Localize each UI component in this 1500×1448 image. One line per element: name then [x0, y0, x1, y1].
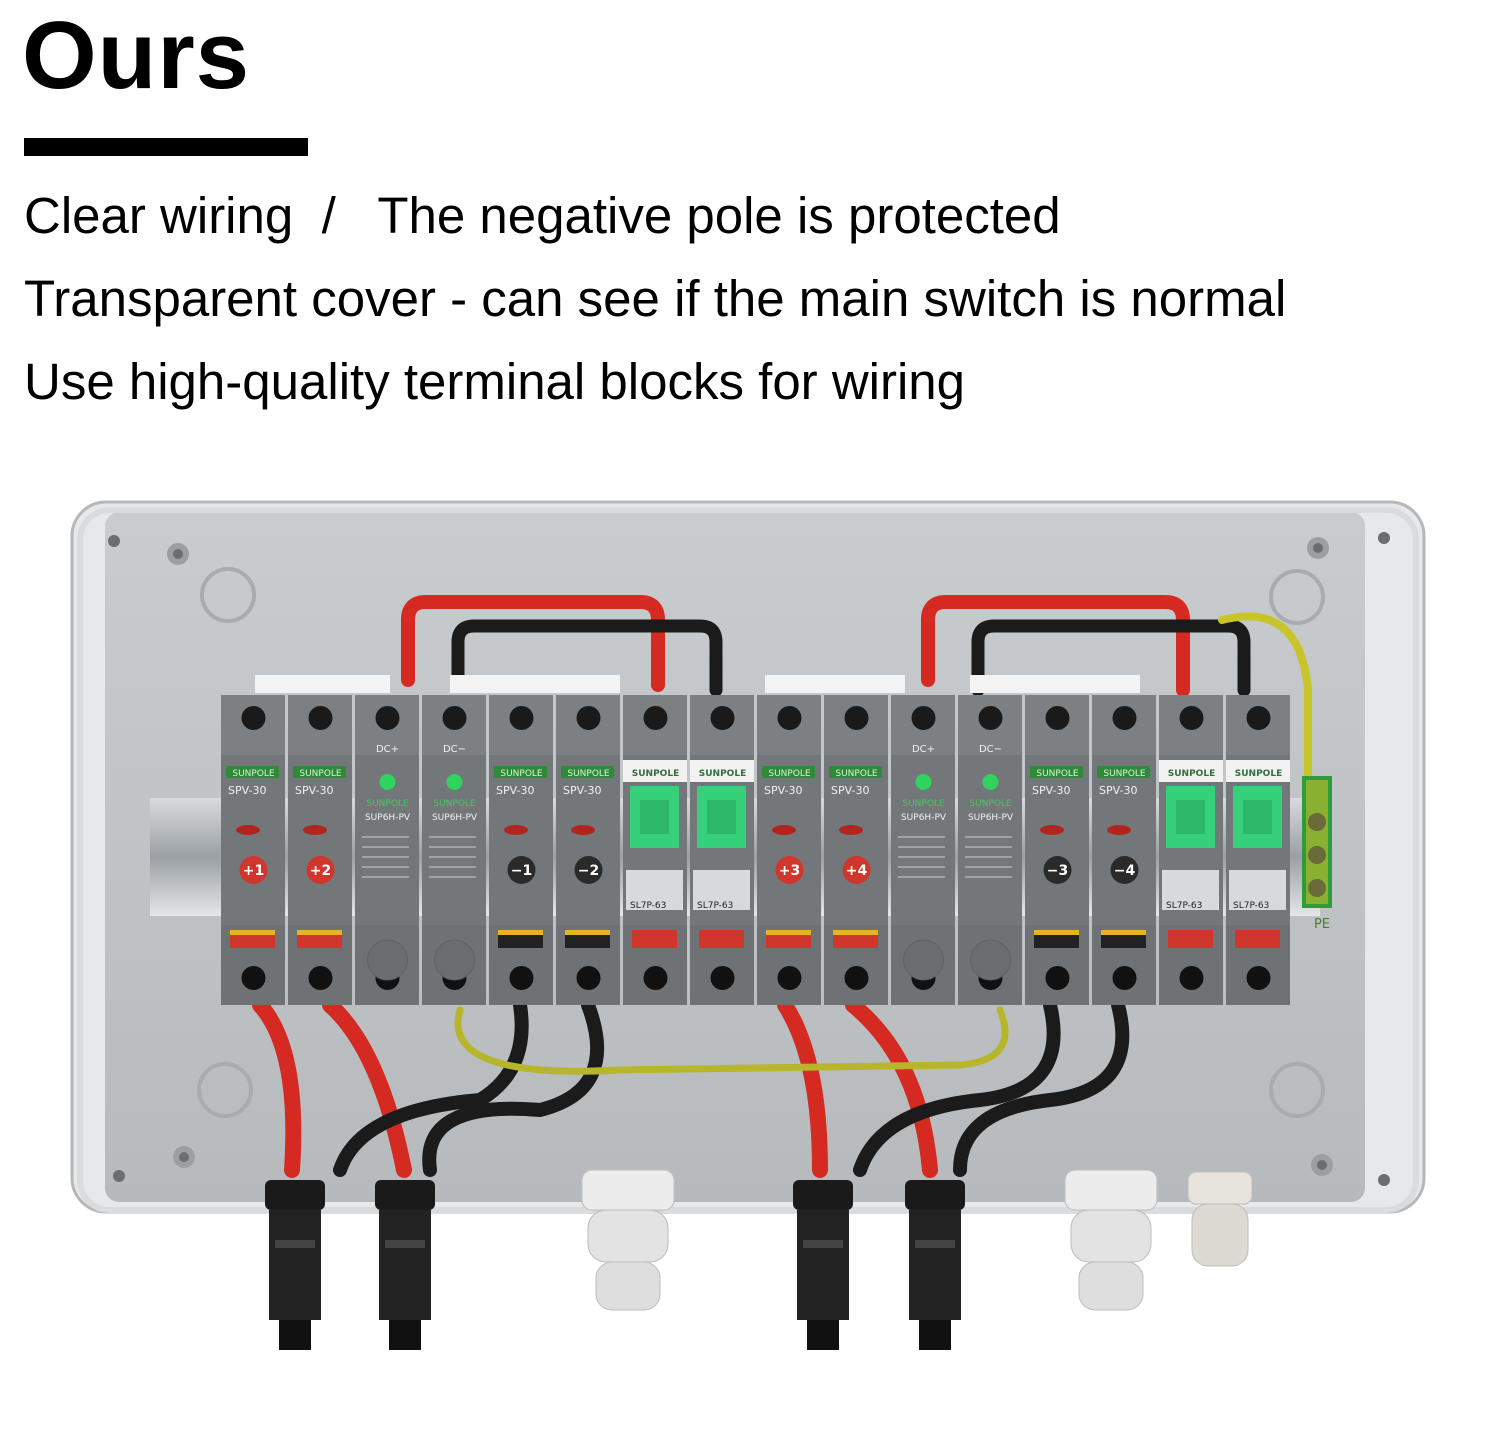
model-label: SPV-30	[295, 784, 333, 797]
brand-label: SUNPOLE	[699, 769, 746, 779]
brand-label: SUNPOLE	[969, 799, 1012, 809]
brand-label: SUNPOLE	[299, 769, 342, 779]
surge-protector: DC+ SUNPOLE SUP6H-PV	[355, 695, 419, 1005]
model-label: SUP6H-PV	[901, 813, 947, 823]
polarity-label: +3	[779, 863, 800, 879]
combiner-box-photo: SUNPOLE SPV-30 +1 SUNPOLE SPV-30 +2 DC+ SUNPOLE…	[70, 500, 1426, 1350]
polarity-label: −4	[1114, 863, 1136, 879]
polarity-label: −2	[578, 863, 599, 879]
polarity-label: +1	[243, 863, 264, 879]
surge-protector: DC− SUNPOLE SUP6H-PV	[958, 695, 1022, 1005]
terminal-label: DC+	[912, 744, 935, 755]
brand-label: SUNPOLE	[500, 769, 543, 779]
polarity-label: +2	[310, 863, 331, 879]
fuse-holder: SUNPOLE SPV-30 −1	[489, 695, 553, 1005]
lower-cables	[252, 997, 1130, 1178]
fuse-holder: SUNPOLE SPV-30 −3	[1025, 695, 1089, 1005]
brand-label: SUNPOLE	[567, 769, 610, 779]
model-label: SPV-30	[1099, 784, 1137, 797]
terminal-label: DC−	[443, 744, 466, 755]
earth-terminal-block: PE	[1302, 776, 1332, 932]
model-label: SPV-30	[831, 784, 869, 797]
brand-label: SUNPOLE	[1103, 769, 1146, 779]
model-label: SPV-30	[563, 784, 601, 797]
model-label: SL7P-63	[630, 901, 666, 911]
polarity-label: +4	[846, 863, 868, 879]
dc-breaker: SUNPOLE SL7P-63	[690, 695, 754, 1005]
bottom-connectors	[265, 1169, 1253, 1350]
polarity-label: −3	[1047, 863, 1068, 879]
model-label: SPV-30	[496, 784, 534, 797]
module-row: SUNPOLE SPV-30 +1 SUNPOLE SPV-30 +2 DC+ SUNPOLE…	[221, 675, 1290, 1005]
brand-label: SUNPOLE	[366, 799, 409, 809]
model-label: SPV-30	[228, 784, 266, 797]
feature-line-2: Transparent cover - can see if the main …	[24, 270, 1287, 327]
earth-label: PE	[1314, 917, 1330, 932]
dc-breaker: SUNPOLE SL7P-63	[1159, 695, 1223, 1005]
fuse-holder: SUNPOLE SPV-30 −2	[556, 695, 620, 1005]
terminal-label: DC−	[979, 744, 1002, 755]
model-label: SUP6H-PV	[432, 813, 478, 823]
brand-label: SUNPOLE	[632, 769, 679, 779]
feature-line-1: Clear wiring / The negative pole is prot…	[24, 187, 1061, 244]
brand-label: SUNPOLE	[433, 799, 476, 809]
brand-label: SUNPOLE	[835, 769, 878, 779]
model-label: SPV-30	[1032, 784, 1070, 797]
fuse-holder: SUNPOLE SPV-30 +3	[757, 695, 821, 1005]
brand-label: SUNPOLE	[232, 769, 275, 779]
fuse-holder: SUNPOLE SPV-30 −4	[1092, 695, 1156, 1005]
polarity-label: −1	[511, 863, 532, 879]
brand-label: SUNPOLE	[1235, 769, 1282, 779]
model-label: SL7P-63	[1166, 901, 1202, 911]
dc-breaker: SUNPOLE SL7P-63	[623, 695, 687, 1005]
model-label: SPV-30	[764, 784, 802, 797]
title-underline	[24, 138, 308, 156]
fuse-holder: SUNPOLE SPV-30 +1	[221, 695, 285, 1005]
page-title: Ours	[22, 2, 251, 109]
brand-label: SUNPOLE	[1036, 769, 1079, 779]
model-label: SUP6H-PV	[365, 813, 411, 823]
brand-label: SUNPOLE	[768, 769, 811, 779]
fuse-holder: SUNPOLE SPV-30 +4	[824, 695, 888, 1005]
fuse-holder: SUNPOLE SPV-30 +2	[288, 695, 352, 1005]
terminal-label: DC+	[376, 744, 399, 755]
brand-label: SUNPOLE	[902, 799, 945, 809]
dc-breaker: SUNPOLE SL7P-63	[1226, 695, 1290, 1005]
feature-line-3: Use high-quality terminal blocks for wir…	[24, 353, 966, 410]
surge-protector: DC− SUNPOLE SUP6H-PV	[422, 695, 486, 1005]
model-label: SUP6H-PV	[968, 813, 1014, 823]
model-label: SL7P-63	[1233, 901, 1269, 911]
model-label: SL7P-63	[697, 901, 733, 911]
top-bridge-wires	[401, 595, 1312, 784]
surge-protector: DC+ SUNPOLE SUP6H-PV	[891, 695, 955, 1005]
brand-label: SUNPOLE	[1168, 769, 1215, 779]
